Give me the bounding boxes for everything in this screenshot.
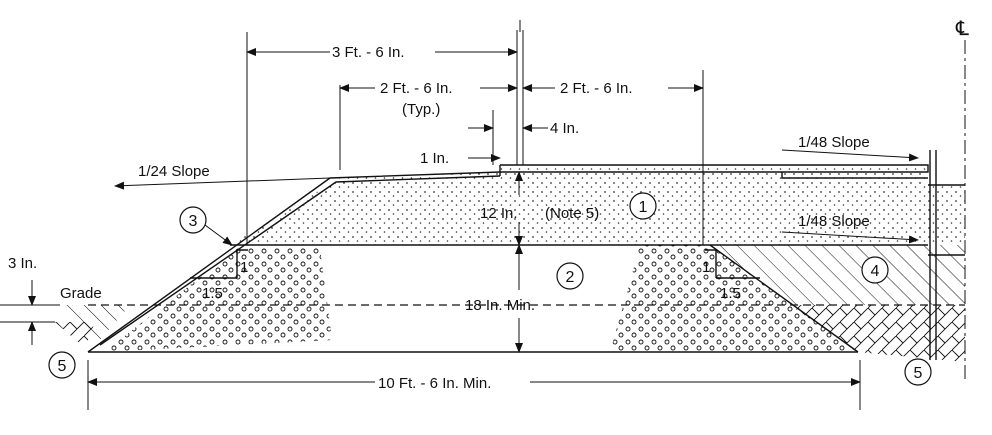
svg-text:4: 4 [871, 263, 880, 280]
native-soil-right [710, 185, 965, 362]
callout-3: 3 [179, 206, 207, 234]
label-slope-left: 1/24 Slope [138, 163, 210, 180]
callout-5-right: 5 [904, 358, 932, 386]
dim-10ft6: 10 Ft. - 6 In. Min. [378, 375, 491, 392]
svg-text:1: 1 [639, 199, 648, 216]
ratio-left-1: 1 [240, 259, 248, 276]
callout-1: 1 [629, 192, 657, 220]
dimension-lines [28, 20, 861, 410]
native-soil-left [55, 305, 130, 348]
svg-text:2: 2 [566, 269, 575, 286]
slope-arrows [114, 149, 919, 246]
svg-text:3: 3 [189, 213, 198, 230]
callout-4: 4 [861, 256, 889, 284]
ratio-left-15: 1.5 [202, 285, 223, 302]
label-grade: Grade [60, 285, 102, 302]
base-course-layer [104, 168, 928, 352]
callout-2: 2 [556, 262, 584, 290]
dim-typ: (Typ.) [402, 101, 440, 118]
dim-18in: 18 In. Min. [465, 297, 535, 314]
label-slope-top-right: 1/48 Slope [798, 134, 870, 151]
callout-5-left: 5 [48, 351, 76, 379]
centerline-symbol: ℄ [955, 18, 969, 40]
slope-triangle-left [190, 249, 248, 279]
dim-12in: 12 In. [480, 205, 518, 222]
dim-4in: 4 In. [550, 120, 579, 137]
dim-2ft6-right: 2 Ft. - 6 In. [560, 80, 633, 97]
dim-3ft6: 3 Ft. - 6 In. [332, 44, 405, 61]
dim-2ft6-left: 2 Ft. - 6 In. [380, 80, 453, 97]
label-slope-mid-right: 1/48 Slope [798, 213, 870, 230]
dim-3in: 3 In. [8, 255, 37, 272]
note-5: (Note 5) [545, 205, 599, 222]
svg-text:5: 5 [58, 358, 67, 375]
slope-triangle-right [705, 249, 760, 279]
ratio-right-15: 1.5 [720, 285, 741, 302]
ratio-right-1: 1 [702, 259, 710, 276]
svg-text:5: 5 [914, 365, 923, 382]
dim-1in: 1 In. [420, 150, 449, 167]
